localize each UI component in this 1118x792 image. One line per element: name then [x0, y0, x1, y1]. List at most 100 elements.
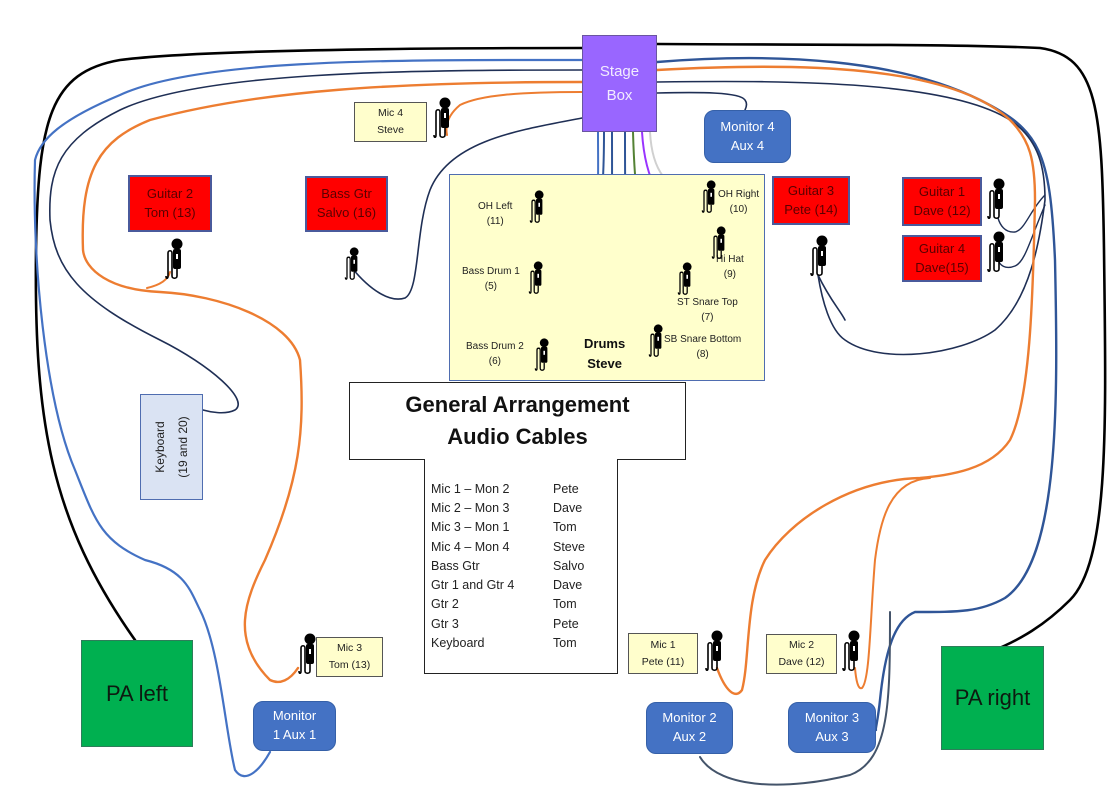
monitor-4[interactable]: Monitor 4 Aux 4: [704, 110, 791, 163]
monitor-2-line2: Aux 2: [672, 729, 707, 744]
legend-item: Gtr 3: [431, 616, 459, 631]
microphone-icon: [648, 324, 663, 357]
bass-drum-1-channel: (5): [484, 281, 498, 292]
monitor-2-line1: Monitor 2: [662, 710, 717, 726]
microphone-icon: [433, 97, 451, 139]
guitar-1-box[interactable]: Guitar 1 Dave (12): [902, 177, 982, 226]
monitor-1-line2: 1 Aux 1: [272, 727, 317, 742]
legend-item: Mic 3 – Mon 1: [431, 520, 510, 535]
monitor-1-line1: Monitor: [272, 708, 317, 724]
guitar-4-box[interactable]: Guitar 4 Dave(15): [902, 235, 982, 282]
cable-keyboard: [49, 69, 583, 414]
drum-label-snare-bottom: SB Snare Bottom (8): [664, 332, 741, 362]
guitar-2-box[interactable]: Guitar 2 Tom (13): [128, 175, 212, 232]
cable-guitar2: [146, 271, 171, 289]
microphone-icon: [529, 190, 544, 223]
legend-person: Dave: [553, 500, 583, 515]
monitor-3-line1: Monitor 3: [804, 709, 860, 725]
guitar-4-line1: Guitar 4: [918, 240, 966, 256]
monitor-3-line2: Aux 3: [815, 728, 849, 744]
drum-kit-area[interactable]: [449, 174, 765, 381]
drum-label-snare-top: ST Snare Top (7): [677, 295, 738, 325]
oh-left-name: OH Left: [478, 201, 513, 212]
mic-3-label: Mic 3: [336, 642, 363, 655]
bass-guitar-box[interactable]: Bass Gtr Salvo (16): [305, 176, 388, 232]
monitor-4-line2: Aux 4: [730, 137, 765, 153]
guitar-4-line2: Dave(15): [915, 259, 969, 275]
mic-4-tag[interactable]: Mic 4 Steve: [354, 102, 427, 142]
legend-item: Keyboard: [431, 636, 485, 651]
mic-2-tag[interactable]: Mic 2 Dave (12): [766, 634, 837, 674]
title-line2: Audio Cables: [447, 424, 588, 449]
monitor-3[interactable]: Monitor 3 Aux 3: [788, 702, 876, 753]
assignment-legend: Mic 1 – Mon 2 Pete Mic 2 – Mon 3 Dave Mic …: [424, 459, 618, 674]
drums-title-line2: Steve: [587, 355, 622, 371]
bass-drum-1-name: Bass Drum 1: [462, 266, 520, 277]
pa-right[interactable]: PA right: [941, 646, 1044, 750]
bass-drum-2-channel: (6): [488, 356, 502, 367]
pa-left[interactable]: PA left: [81, 640, 193, 747]
drums-title-line1: Drums: [584, 336, 626, 351]
keyboard-box[interactable]: Keyboard (19 and 20): [140, 394, 203, 500]
legend-item: Gtr 2: [431, 597, 459, 612]
snare-bottom-name: SB Snare Bottom: [664, 334, 742, 345]
cable-pa-left: [34, 46, 584, 642]
monitor-2[interactable]: Monitor 2 Aux 2: [646, 702, 733, 754]
cable-guitars-right: [656, 80, 1046, 356]
microphone-icon: [987, 231, 1005, 273]
cable-guitar3: [817, 274, 846, 321]
legend-row: Mic 1 – Mon 2 Pete: [431, 479, 617, 498]
legend-item: Bass Gtr: [431, 558, 480, 573]
cable-monitor-1: [33, 58, 584, 778]
monitor-1[interactable]: Monitor 1 Aux 1: [253, 701, 336, 751]
microphone-icon: [298, 633, 316, 675]
mic-1-tag[interactable]: Mic 1 Pete (11): [628, 633, 698, 674]
keyboard-line2: (19 and 20): [175, 416, 190, 478]
mic-2-person: Dave (12): [778, 656, 825, 668]
legend-item: Mic 1 – Mon 2: [431, 481, 510, 496]
guitar-2-line1: Guitar 2: [146, 185, 194, 201]
mic-3-tag[interactable]: Mic 3 Tom (13): [316, 637, 383, 677]
pa-left-label: PA left: [106, 680, 168, 706]
mic-4-person: Steve: [377, 124, 404, 136]
guitar-3-line1: Guitar 3: [787, 182, 835, 198]
microphone-icon: [534, 338, 549, 371]
drum-label-hi-hat: Hi Hat (9): [716, 252, 744, 282]
mic-4-label: Mic 4: [377, 107, 404, 120]
oh-left-channel: (11): [486, 216, 504, 227]
microphone-icon: [701, 180, 716, 213]
cable-bass: [351, 117, 583, 300]
legend-person: Steve: [553, 539, 585, 554]
guitar-2-line2: Tom (13): [144, 204, 196, 220]
microphone-icon: [842, 630, 860, 672]
diagram-title: General Arrangement Audio Cables: [349, 382, 686, 460]
guitar-3-box[interactable]: Guitar 3 Pete (14): [772, 176, 850, 225]
legend-person: Dave: [553, 578, 583, 593]
drum-label-bass-drum-1: Bass Drum 1 (5): [462, 264, 520, 294]
cable-mic-1: [655, 65, 1037, 696]
cable-mic-2: [854, 477, 931, 690]
stage-box[interactable]: Stage Box: [582, 35, 657, 132]
snare-bottom-channel: (8): [696, 349, 709, 360]
guitar-1-line2: Dave (12): [913, 202, 971, 218]
legend-item: Mic 4 – Mon 4: [431, 539, 510, 554]
stage-box-label-line1: Stage: [599, 63, 640, 81]
mic-1-person: Pete (11): [641, 655, 685, 668]
pa-right-label: PA right: [954, 685, 1031, 711]
microphone-icon: [344, 247, 359, 280]
mic-2-label: Mic 2: [788, 639, 815, 652]
stage-box-label-line2: Box: [606, 86, 633, 104]
mic-3-person: Tom (13): [328, 659, 371, 671]
snare-top-name: ST Snare Top: [677, 297, 738, 308]
drum-label-oh-right: OH Right (10): [718, 187, 759, 217]
legend-item: Mic 2 – Mon 3: [431, 500, 510, 515]
microphone-icon: [528, 261, 543, 294]
cable-pa-right: [655, 42, 1107, 654]
monitor-4-line1: Monitor 4: [720, 118, 775, 134]
microphone-icon: [987, 178, 1005, 220]
legend-person: Pete: [553, 481, 579, 496]
microphone-icon: [705, 630, 723, 672]
